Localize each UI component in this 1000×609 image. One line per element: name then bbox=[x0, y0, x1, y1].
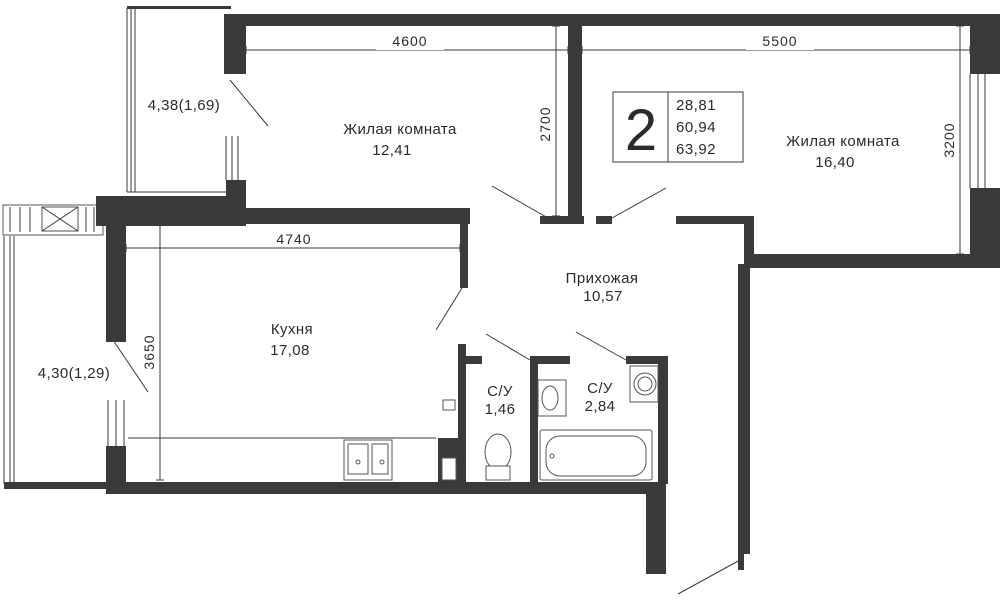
badge-room-count: 2 bbox=[625, 98, 657, 163]
dimension-labels: 4600 5500 2700 3200 4740 3650 bbox=[141, 32, 957, 370]
dim-living2-width: 5500 bbox=[762, 33, 797, 49]
bath2-name: С/У bbox=[587, 380, 613, 397]
kitchen-fixtures bbox=[128, 399, 458, 482]
kitchen-area: 17,08 bbox=[270, 342, 310, 359]
hallway-name: Прихожая bbox=[566, 270, 639, 287]
dim-living1-depth: 2700 bbox=[537, 106, 553, 141]
dim-kitchen-depth: 3650 bbox=[141, 334, 157, 369]
dim-living1-width: 4600 bbox=[392, 33, 427, 49]
badge-area-total: 60,94 bbox=[676, 119, 716, 136]
balcony1-area: 4,38(1,69) bbox=[148, 97, 220, 114]
room-labels: Жилая комната 12,41 Жилая комната 16,40 … bbox=[38, 97, 900, 418]
living1-area: 12,41 bbox=[372, 142, 412, 159]
hallway-area: 10,57 bbox=[583, 288, 623, 305]
badge-area-living: 28,81 bbox=[676, 97, 716, 114]
balcony-left bbox=[2, 204, 149, 489]
bath2-area: 2,84 bbox=[585, 398, 616, 415]
balcony2-area: 4,30(1,29) bbox=[38, 365, 110, 382]
living2-area: 16,40 bbox=[815, 154, 855, 171]
walls bbox=[96, 14, 1000, 595]
bathroom-fixtures bbox=[484, 365, 659, 481]
dim-kitchen-width: 4740 bbox=[276, 231, 311, 247]
bath1-area: 1,46 bbox=[485, 401, 516, 418]
balcony-top bbox=[126, 6, 269, 193]
bath1-name: С/У bbox=[487, 383, 513, 400]
badge-area-with-balcony: 63,92 bbox=[676, 141, 716, 158]
living1-name: Жилая комната bbox=[343, 121, 457, 138]
apartment-badge: 2 28,81 60,94 63,92 bbox=[612, 91, 744, 163]
kitchen-name: Кухня bbox=[271, 321, 313, 338]
dim-living2-depth: 3200 bbox=[941, 122, 957, 157]
living2-name: Жилая комната bbox=[786, 133, 900, 150]
